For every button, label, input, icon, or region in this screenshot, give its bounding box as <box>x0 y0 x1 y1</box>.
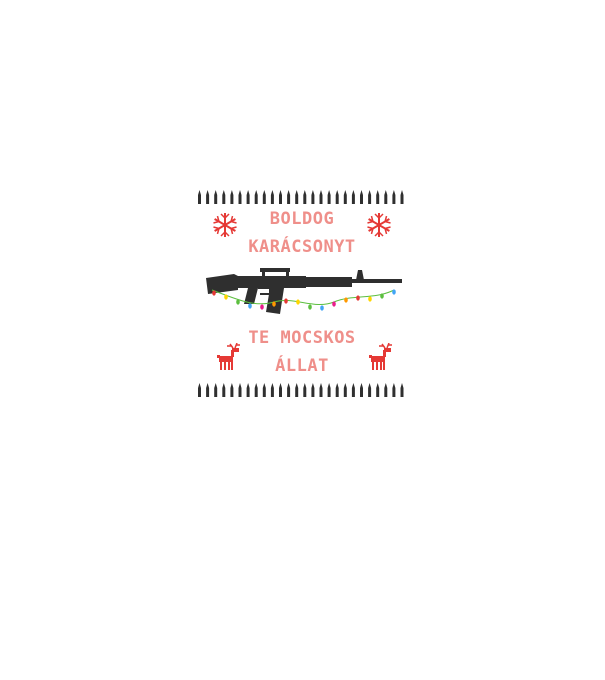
bullet-icon <box>230 383 234 397</box>
bullet-icon <box>206 383 210 397</box>
light-bulb <box>332 301 336 307</box>
light-bulb <box>392 289 396 295</box>
bullet-icon <box>254 190 258 204</box>
light-bulb <box>320 305 324 311</box>
bullet-icon <box>351 190 355 204</box>
snowflake-icon <box>213 213 237 237</box>
bullet-icon <box>198 383 201 397</box>
light-bulb <box>272 301 276 307</box>
bullet-icon <box>343 383 347 397</box>
bullet-icon <box>238 383 242 397</box>
light-bulb <box>368 296 372 302</box>
bullet-icon <box>319 190 323 204</box>
bullet-icon <box>295 190 299 204</box>
bullet-icon <box>327 383 331 397</box>
bullet-icon <box>214 190 218 204</box>
light-bulb <box>236 299 240 305</box>
snowflake-icon <box>367 213 391 237</box>
bullet-icon <box>311 190 315 204</box>
bullet-icon <box>351 383 355 397</box>
bullet-icon <box>384 383 388 397</box>
headline-line-3: TE MOCSKOS <box>248 328 356 348</box>
bullet-icon <box>287 190 291 204</box>
bullet-icon <box>206 190 210 204</box>
light-bulb <box>380 293 384 299</box>
bullet-icon <box>376 383 380 397</box>
bullet-icon <box>368 383 372 397</box>
bullet-icon <box>295 383 299 397</box>
bullet-icon <box>222 383 226 397</box>
bullet-icon <box>254 383 258 397</box>
bullet-icon <box>270 190 274 204</box>
bullet-icon <box>311 383 315 397</box>
rifle-icon <box>206 268 402 314</box>
bullet-icon <box>303 383 307 397</box>
reindeer-icon <box>369 343 392 370</box>
headline-line-1: BOLDOG <box>269 209 335 229</box>
light-bulb <box>224 294 228 300</box>
bullet-icon <box>319 383 323 397</box>
bullet-icon <box>400 383 404 397</box>
bullet-icon <box>335 383 339 397</box>
christmas-sweater-design: BOLDOG KARÁCSONYT T <box>196 190 408 400</box>
bullet-icon <box>343 190 347 204</box>
bullet-icon <box>246 383 250 397</box>
light-bulb <box>260 304 264 310</box>
light-bulb <box>308 304 312 310</box>
bullet-icon <box>392 383 396 397</box>
bullet-icon <box>230 190 234 204</box>
headline-line-2: KARÁCSONYT <box>248 237 356 257</box>
bullet-icon <box>279 190 282 204</box>
light-bulb <box>284 298 288 304</box>
bullet-icon <box>360 383 363 397</box>
bullet-icon <box>368 190 372 204</box>
reindeer-icon <box>217 343 240 370</box>
light-bulb <box>212 290 216 296</box>
bullet-icon <box>214 383 218 397</box>
light-bulb <box>344 297 348 303</box>
bullet-icon <box>262 190 266 204</box>
bullet-icon <box>287 383 291 397</box>
bullet-icon <box>400 190 404 204</box>
bullet-icon <box>360 190 363 204</box>
bullet-icon <box>279 383 282 397</box>
light-bulb <box>248 303 252 309</box>
light-bulb <box>356 295 360 301</box>
bullet-icon <box>384 190 388 204</box>
bullet-icon <box>262 383 266 397</box>
bullet-icon <box>327 190 331 204</box>
bullet-row-top <box>198 190 404 204</box>
bullet-icon <box>238 190 242 204</box>
bullet-icon <box>270 383 274 397</box>
bullet-icon <box>392 190 396 204</box>
bullet-icon <box>222 190 226 204</box>
bullet-row-bottom <box>198 383 404 397</box>
headline-line-4: ÁLLAT <box>275 356 329 376</box>
bullet-icon <box>198 190 201 204</box>
light-bulb <box>296 299 300 305</box>
bullet-icon <box>376 190 380 204</box>
bullet-icon <box>335 190 339 204</box>
bullet-icon <box>246 190 250 204</box>
bullet-icon <box>303 190 307 204</box>
